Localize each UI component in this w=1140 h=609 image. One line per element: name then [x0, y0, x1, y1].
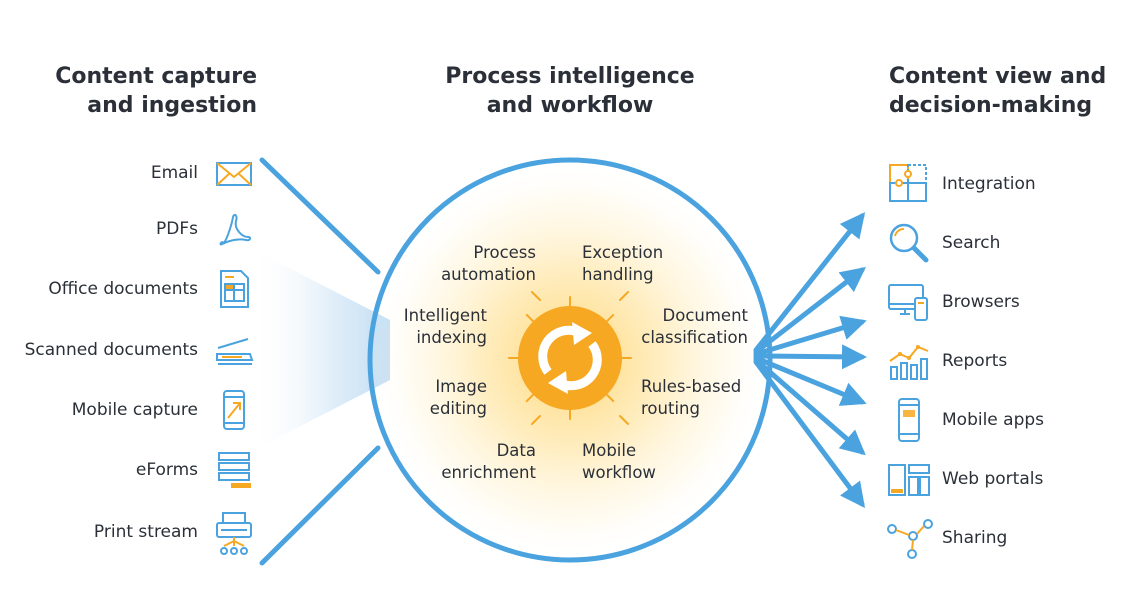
form-icon [218, 452, 251, 488]
process-heading: Process intelligence and workflow [360, 62, 780, 120]
view-heading-line-2: decision-making [889, 93, 1093, 118]
share-icon [887, 519, 933, 559]
top-inflow-line [259, 157, 381, 275]
image-editing-line-2: editing [429, 399, 487, 418]
capture-heading: Content capture and ingestion [55, 62, 257, 120]
rules-based-routing-label: Rules-based routing [641, 376, 741, 420]
input-label-print-stream: Print stream [93, 522, 198, 542]
input-label-office-documents: Office documents [48, 279, 198, 299]
data-enrichment-label: Data enrichment [441, 440, 536, 484]
inflow-beam [250, 248, 390, 452]
puzzle-icon [889, 164, 927, 202]
output-arrows [753, 212, 867, 509]
intelligent-indexing-line-1: Intelligent [403, 306, 487, 325]
input-label-scanned-documents: Scanned documents [24, 340, 198, 360]
data-enrichment-line-1: Data [496, 441, 536, 460]
process-automation-line-1: Process [473, 243, 536, 262]
document-classification-label: Document classification [641, 305, 748, 349]
hub-rays-outer [531, 291, 629, 425]
exception-handling-line-2: handling [582, 265, 654, 284]
view-heading: Content view and decision-making [889, 62, 1106, 120]
output-label-browsers: Browsers [942, 292, 1020, 312]
printer-icon [216, 512, 252, 555]
exception-handling-line-1: Exception [582, 243, 664, 262]
mobile-workflow-line-2: workflow [582, 463, 656, 482]
process-automation-line-2: automation [441, 265, 536, 284]
mobile-workflow-label: Mobile workflow [582, 440, 656, 484]
input-label-eforms: eForms [135, 460, 198, 480]
output-label-web-portals: Web portals [942, 469, 1044, 489]
smartphone-icon [898, 398, 920, 442]
process-heading-line-1: Process intelligence [445, 64, 695, 89]
input-label-email: Email [150, 163, 198, 183]
document-classification-line-1: Document [662, 306, 748, 325]
scanner-icon [216, 338, 254, 365]
input-label-pdfs: PDFs [156, 219, 198, 239]
layout-icon [888, 464, 930, 496]
devices-icon [888, 284, 928, 321]
refresh-icon [538, 325, 602, 391]
rules-based-routing-line-2: routing [641, 399, 700, 418]
output-label-mobile-apps: Mobile apps [942, 410, 1045, 430]
process-automation-label: Process automation [441, 242, 536, 286]
pdf-icon [219, 213, 252, 246]
spreadsheet-document-icon [220, 270, 249, 308]
capture-heading-line-2: and ingestion [87, 93, 257, 118]
output-label-reports: Reports [942, 351, 1008, 371]
process-heading-line-2: and workflow [486, 93, 654, 118]
capture-heading-line-1: Content capture [55, 64, 257, 89]
process-circle [367, 157, 773, 563]
hub-disk [518, 306, 622, 410]
exception-handling-label: Exception handling [582, 242, 663, 286]
rules-based-routing-line-1: Rules-based [641, 377, 742, 396]
intelligent-indexing-label: Intelligent indexing [404, 305, 487, 349]
bar-chart-icon [889, 345, 929, 380]
output-label-integration: Integration [942, 174, 1036, 194]
view-heading-line-1: Content view and [889, 64, 1107, 89]
image-editing-label: Image editing [430, 376, 487, 420]
input-label-mobile-capture: Mobile capture [71, 400, 198, 420]
envelope-icon [216, 162, 252, 186]
mobile-capture-icon [223, 390, 245, 430]
magnifier-icon [889, 223, 929, 263]
output-label-sharing: Sharing [942, 528, 1008, 548]
bottom-inflow-line [259, 445, 381, 566]
image-editing-line-1: Image [435, 377, 487, 396]
intelligent-indexing-line-2: indexing [416, 328, 487, 347]
mobile-workflow-line-1: Mobile [582, 441, 637, 460]
data-enrichment-line-2: enrichment [441, 463, 536, 482]
document-classification-line-2: classification [641, 328, 748, 347]
output-label-search: Search [942, 233, 1001, 253]
